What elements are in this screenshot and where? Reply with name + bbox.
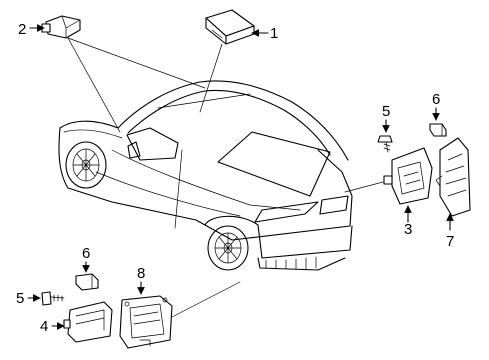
callout-1: 1 <box>270 25 278 42</box>
callout-6-right: 6 <box>432 91 440 108</box>
callout-8: 8 <box>137 265 145 282</box>
callout-6-left: 6 <box>82 245 90 262</box>
callout-3: 3 <box>404 221 412 238</box>
part-8-mounting-bracket <box>119 295 173 349</box>
part-1-control-module <box>205 9 255 45</box>
part-7-cover-panel <box>435 137 471 217</box>
leader-lines <box>67 37 384 319</box>
part-6-clip-left <box>75 273 99 291</box>
part-6-clip-right <box>429 123 447 137</box>
part-3-bracket-module <box>383 147 433 205</box>
callout-7: 7 <box>446 233 454 250</box>
car-illustration <box>58 80 353 271</box>
part-4-module <box>63 301 113 343</box>
callout-5-right: 5 <box>382 103 390 120</box>
part-5-bolt-left <box>41 291 65 306</box>
callout-5-left: 5 <box>16 290 24 307</box>
callout-4: 4 <box>40 318 48 335</box>
part-5-bolt-right <box>377 135 393 153</box>
callout-2: 2 <box>18 21 26 38</box>
part-2-sensor <box>41 15 81 39</box>
